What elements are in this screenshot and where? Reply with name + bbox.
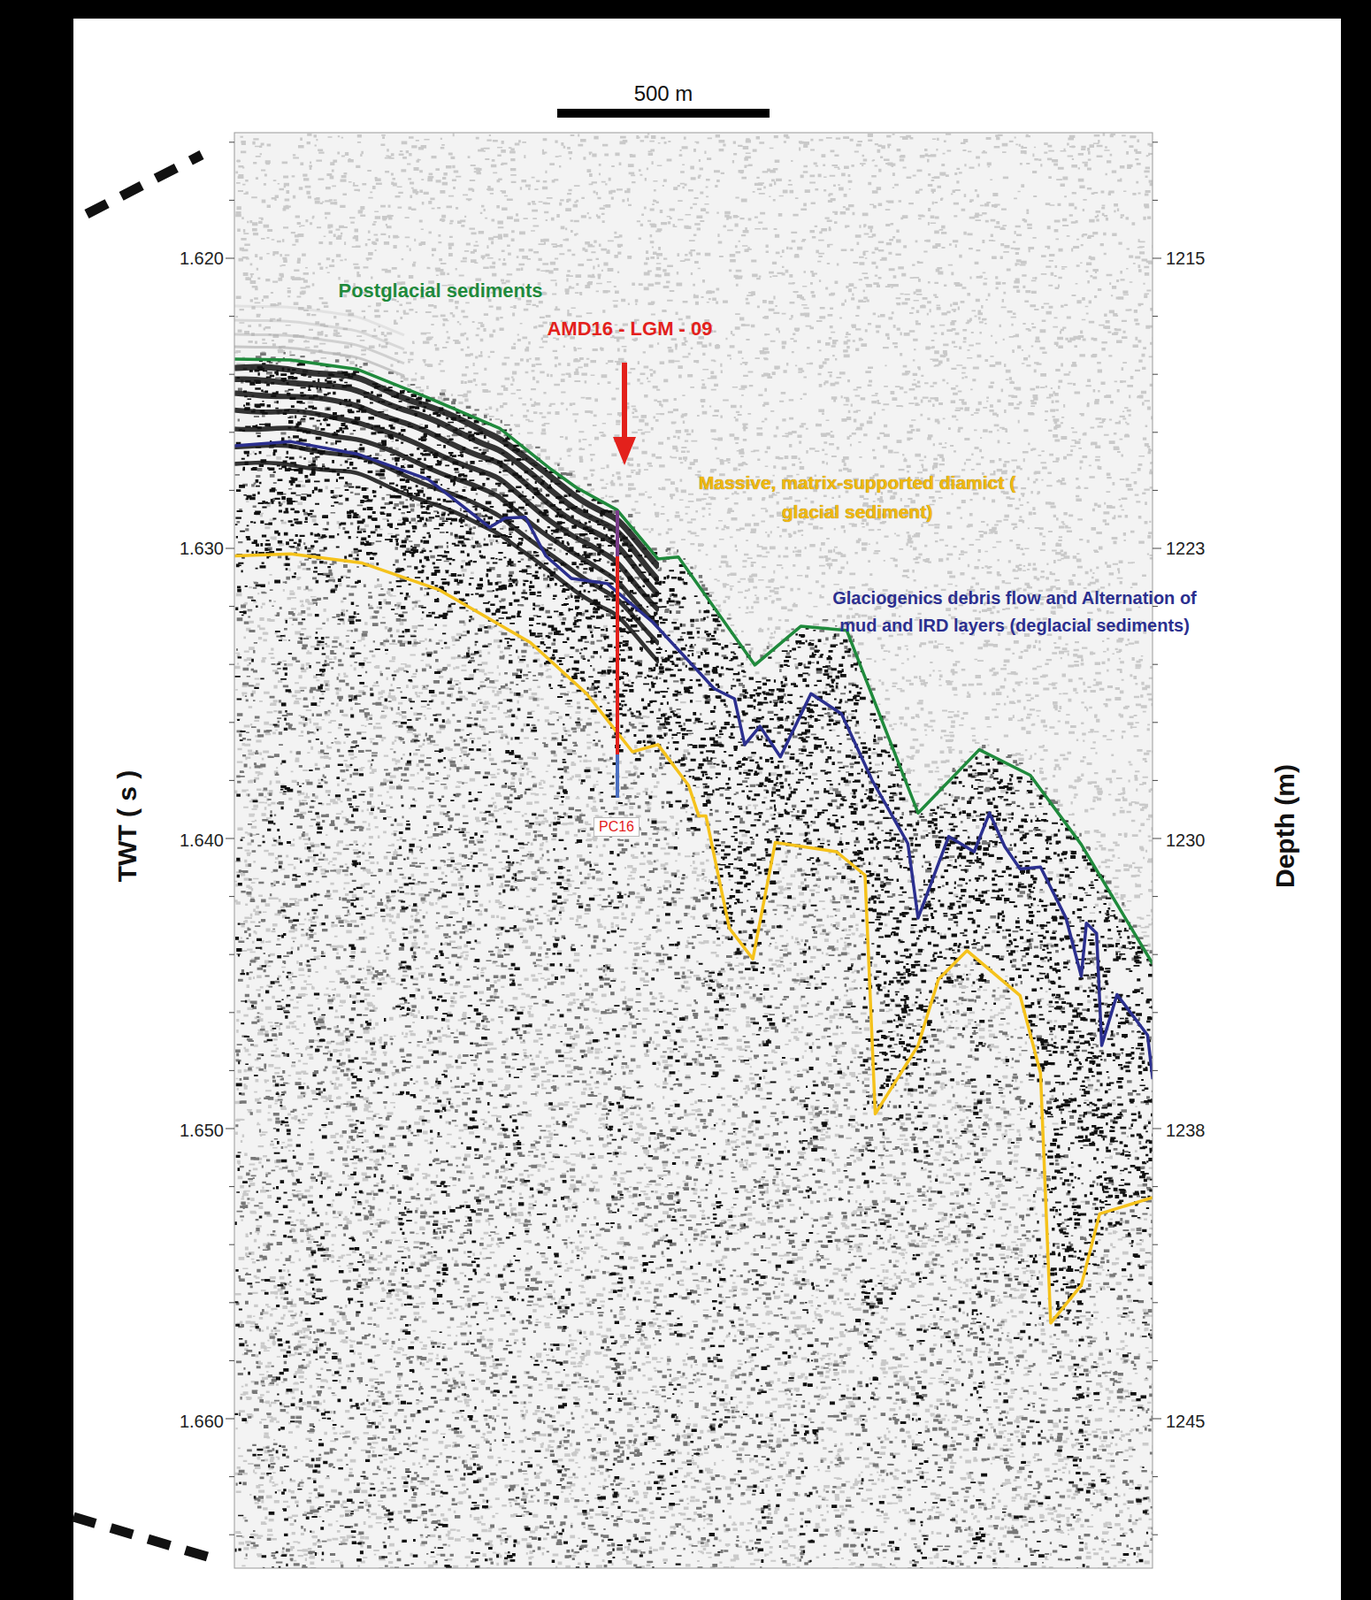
axis-tick-label: 1.650	[179, 1120, 224, 1142]
reflector	[234, 428, 659, 628]
tick	[1152, 1360, 1158, 1362]
axis-title: TWT ( s )	[112, 770, 143, 883]
reflector	[234, 444, 659, 644]
tick	[229, 605, 235, 607]
deglacial-horizon	[234, 441, 1153, 1080]
unit-label: Postglacial sediments	[337, 279, 543, 303]
tick	[1152, 199, 1158, 201]
reflector-layers	[234, 306, 659, 663]
tick	[1152, 1186, 1158, 1188]
tick	[1152, 1070, 1158, 1072]
core-arrow	[621, 362, 628, 443]
tick	[225, 838, 235, 840]
tick	[225, 1128, 235, 1130]
dashed-guide	[73, 1516, 223, 1562]
axis-tick-label: 1230	[1165, 830, 1206, 851]
seismic-image	[234, 132, 1153, 1569]
tick	[229, 664, 235, 666]
tick	[1152, 896, 1158, 897]
tick	[1152, 780, 1158, 782]
tick	[229, 374, 235, 376]
tick	[229, 1534, 235, 1536]
tick	[229, 1186, 235, 1188]
tick	[1152, 1476, 1158, 1478]
tick	[1152, 664, 1158, 666]
arrow-head	[612, 436, 636, 466]
axis-tick-label: 1215	[1165, 248, 1206, 269]
dark-speckle	[234, 359, 1153, 1569]
axis-title: Depth (m)	[1270, 764, 1301, 889]
unit-label: Massive, matrix-supported diamict ( glac…	[689, 467, 1026, 527]
core-top	[615, 510, 620, 557]
tick	[1152, 374, 1158, 376]
tick	[229, 141, 235, 143]
core-label: AMD16 - LGM - 09	[546, 317, 713, 341]
tick	[1152, 490, 1158, 491]
tick	[229, 1244, 235, 1246]
seafloor-horizon	[234, 359, 1153, 965]
light-speckle	[234, 132, 1153, 1569]
tick	[1152, 1418, 1162, 1420]
tick	[229, 721, 235, 723]
tick	[225, 1418, 235, 1420]
axis-tick-label: 1.620	[179, 248, 224, 269]
core-id: PC16	[598, 819, 635, 835]
core-base	[615, 754, 620, 798]
tick	[225, 548, 235, 550]
tick	[1152, 1302, 1158, 1303]
tick	[1152, 548, 1162, 550]
tick	[229, 1070, 235, 1072]
axis-tick-label: 1223	[1165, 538, 1206, 560]
tick	[229, 896, 235, 897]
tick	[1152, 258, 1162, 260]
axis-tick-label: 1238	[1165, 1120, 1206, 1142]
tick	[1152, 1534, 1158, 1536]
water-multiple	[234, 306, 405, 336]
tick	[1152, 1128, 1162, 1130]
tick	[1152, 431, 1158, 433]
plot-frame	[234, 132, 1153, 1569]
glacial-horizon	[234, 553, 1153, 1324]
tick	[1152, 1011, 1158, 1013]
axis-tick-label: 1.640	[179, 830, 224, 851]
tick	[1152, 315, 1158, 317]
tick	[229, 954, 235, 956]
tick	[1152, 141, 1158, 143]
mid-speckle	[235, 352, 1154, 1569]
tick	[1152, 838, 1162, 840]
axis-tick-label: 1.660	[179, 1411, 224, 1433]
tick	[229, 315, 235, 317]
tick	[229, 1476, 235, 1478]
tick	[1152, 954, 1158, 956]
scale-bar	[557, 108, 770, 118]
core-body	[615, 556, 620, 755]
axis-tick-label: 1.630	[179, 538, 224, 560]
axis-ticks	[225, 142, 1162, 1535]
tick	[229, 1302, 235, 1303]
axis-tick-label: 1245	[1165, 1411, 1206, 1433]
unit-label: Glaciogenics debris flow and Alternation…	[819, 584, 1210, 640]
tick	[229, 431, 235, 433]
dashed-guide	[86, 154, 202, 215]
tick	[225, 258, 235, 260]
tick	[229, 1360, 235, 1362]
tick	[229, 490, 235, 491]
tick	[229, 199, 235, 201]
tick	[229, 1011, 235, 1013]
tick	[1152, 721, 1158, 723]
water-multiple	[234, 346, 405, 376]
scale-label: 500 m	[634, 81, 694, 107]
tick	[229, 780, 235, 782]
core-label-box: PC16	[593, 817, 640, 837]
tick	[1152, 1244, 1158, 1246]
